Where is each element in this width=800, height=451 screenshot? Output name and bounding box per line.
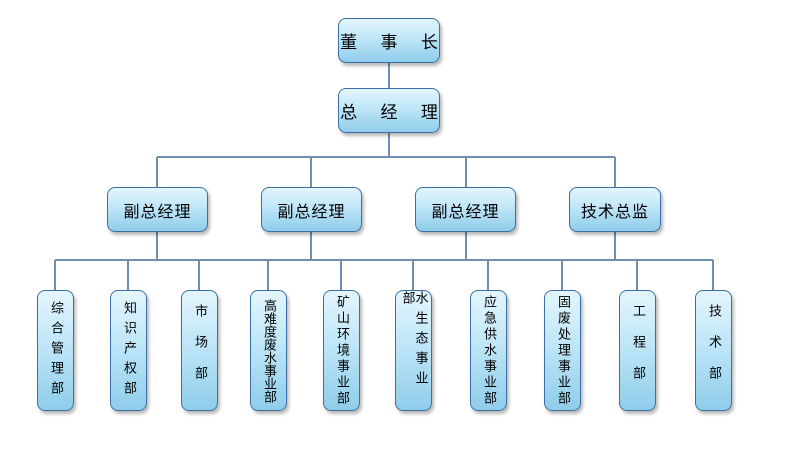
department-node-8: 固废处理事业部 <box>544 290 581 411</box>
general-manager-node: 总 经 理 <box>338 88 440 133</box>
general-manager-label: 总 经 理 <box>340 103 447 123</box>
department-label: 市场部 <box>192 304 207 397</box>
technical-director-label: 技术总监 <box>580 201 649 221</box>
chairman-node: 董 事 长 <box>338 18 440 63</box>
department-label: 技术部 <box>706 304 721 397</box>
department-node-2: 知识产权部 <box>110 290 147 411</box>
department-label: 工程部 <box>630 304 645 397</box>
executive-node-2: 副总经理 <box>261 187 362 232</box>
department-node-7: 应急供水事业部 <box>470 290 507 411</box>
department-label: 应急供水事业部 <box>481 294 496 407</box>
technical-director-node: 技术总监 <box>569 187 661 232</box>
executive-node-3: 副总经理 <box>415 187 516 232</box>
department-node-9: 工程部 <box>619 290 656 411</box>
department-label: 高难度废水事业部 <box>261 298 276 403</box>
department-label: 知识产权部 <box>121 300 136 401</box>
department-label: 水生态事业部 <box>399 291 428 391</box>
department-node-5: 矿山环境事业部 <box>323 290 360 411</box>
executive-label: 副总经理 <box>277 201 346 221</box>
department-node-4: 高难度废水事业部 <box>250 290 287 411</box>
chairman-label: 董 事 长 <box>340 33 447 53</box>
department-node-10: 技术部 <box>695 290 732 411</box>
executive-node-1: 副总经理 <box>107 187 208 232</box>
department-label: 综合管理部 <box>48 300 63 401</box>
department-label: 固废处理事业部 <box>555 294 570 407</box>
department-node-3: 市场部 <box>181 290 218 411</box>
department-node-1: 综合管理部 <box>37 290 74 411</box>
department-node-6: 水生态事业部 <box>395 290 432 411</box>
executive-label: 副总经理 <box>123 201 192 221</box>
executive-label: 副总经理 <box>431 201 500 221</box>
department-label: 矿山环境事业部 <box>334 294 349 407</box>
